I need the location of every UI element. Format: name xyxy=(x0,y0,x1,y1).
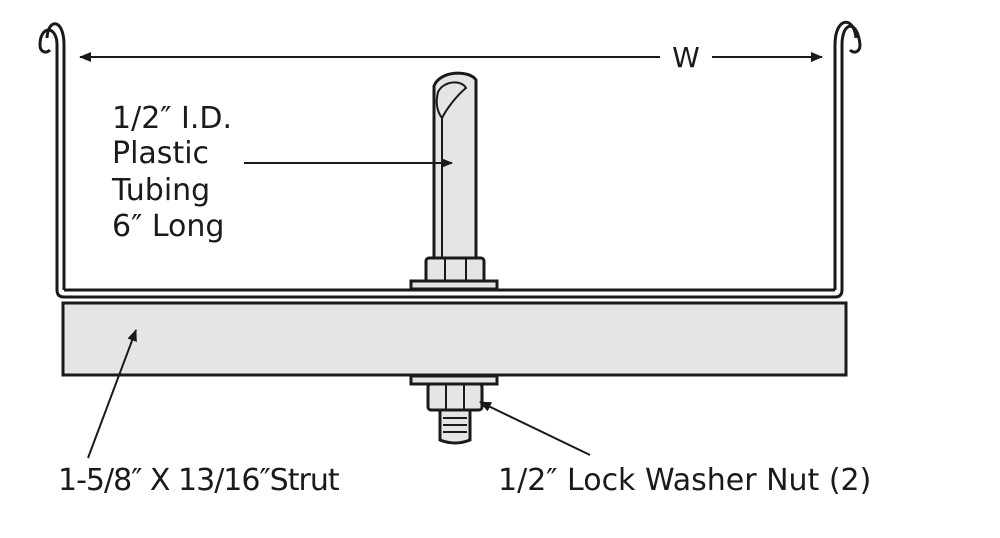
bottom-nut xyxy=(409,374,499,412)
tubing-label-line2: Plastic xyxy=(112,136,209,171)
strut-callout: 1-5/8″ X 13/16″Strut xyxy=(58,329,341,498)
plastic-tubing xyxy=(432,71,478,262)
tubing-callout: 1/2″ I.D. Plastic Tubing 6″ Long xyxy=(111,101,453,244)
nut-leader xyxy=(479,401,591,456)
strut-leader xyxy=(87,329,137,459)
width-label: W xyxy=(672,41,700,74)
nut-callout: 1/2″ Lock Washer Nut (2) xyxy=(479,401,871,498)
tubing-label-line3: Tubing xyxy=(111,173,210,208)
strut xyxy=(61,301,848,377)
tubing-label-line4: 6″ Long xyxy=(112,209,224,244)
top-nut xyxy=(409,256,499,291)
width-dimension: W xyxy=(79,41,823,74)
strut-label: 1-5/8″ X 13/16″Strut xyxy=(58,463,340,498)
nut-label: 1/2″ Lock Washer Nut (2) xyxy=(498,463,871,498)
bolt-end xyxy=(438,408,472,445)
tubing-label-line1: 1/2″ I.D. xyxy=(112,101,232,136)
